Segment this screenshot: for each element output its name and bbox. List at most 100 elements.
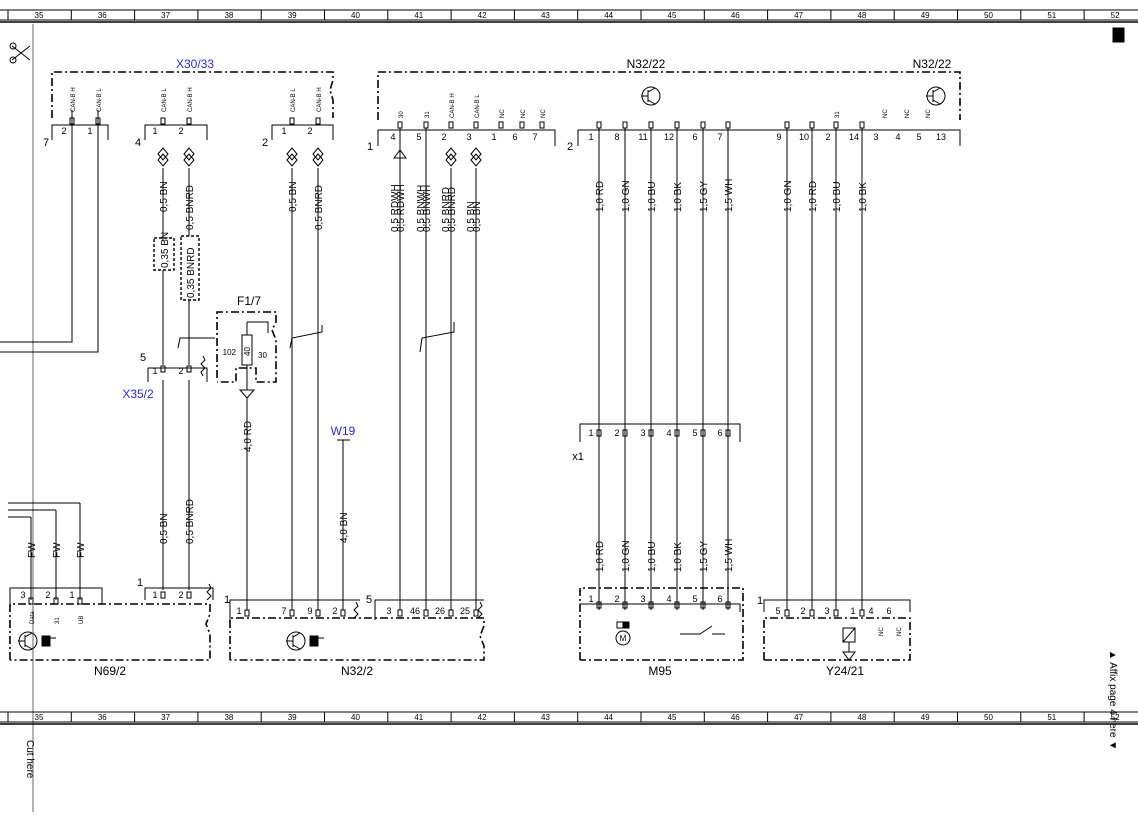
connector-group-number: 1 bbox=[137, 577, 143, 589]
pin-number: 2 bbox=[825, 132, 830, 142]
pin-terminal bbox=[315, 609, 321, 617]
pin-terminal bbox=[784, 609, 790, 617]
ruler-column-number: 38 bbox=[224, 713, 233, 722]
x30-33-housing bbox=[51, 71, 334, 118]
pin-terminal bbox=[519, 121, 525, 129]
pin-number: 2 bbox=[332, 606, 337, 616]
pin-terminal bbox=[28, 597, 34, 605]
pin-terminal bbox=[289, 117, 295, 125]
pin-terminal bbox=[725, 429, 731, 437]
x1-label: x1 bbox=[572, 451, 584, 463]
pin-signal: CAN-B L bbox=[97, 88, 103, 112]
wire-color-label: 0,5 BN bbox=[159, 181, 170, 212]
pin-signal: NC bbox=[500, 109, 506, 118]
pin-number: 46 bbox=[410, 606, 420, 616]
pin-number: 12 bbox=[664, 132, 674, 142]
break-mark bbox=[353, 601, 359, 619]
connector-group-number: 4 bbox=[135, 137, 141, 149]
x1-connector bbox=[579, 423, 741, 442]
pin-signal: 31 bbox=[425, 111, 431, 118]
splice-dashed-box bbox=[180, 235, 200, 301]
ruler-column-number: 48 bbox=[857, 713, 866, 722]
pin-number: 10 bbox=[799, 132, 809, 142]
pin-number: 3 bbox=[824, 606, 829, 616]
pin-terminal bbox=[725, 121, 731, 129]
n32-22-housing bbox=[377, 71, 961, 120]
break-mark bbox=[477, 601, 483, 619]
pin-terminal bbox=[186, 365, 192, 373]
pin-number: 1 bbox=[281, 126, 286, 136]
pin-number: 6 bbox=[717, 594, 722, 604]
pin-number: 7 bbox=[532, 132, 537, 142]
affix-page-label: ▲ Affix page 4 here ▼ bbox=[1107, 650, 1118, 750]
pin-terminal bbox=[69, 117, 75, 125]
pin-number: 5 bbox=[916, 132, 921, 142]
wire-color-label: 1,5 GY bbox=[699, 541, 710, 572]
n69-2-connector bbox=[9, 587, 103, 604]
ruler-column-number: 40 bbox=[351, 713, 360, 722]
wire-color-label: 1,0 GN bbox=[621, 540, 632, 572]
arrow-down-icon bbox=[238, 389, 256, 399]
pin-number: 2 bbox=[45, 590, 50, 600]
y24-21-housing bbox=[763, 617, 911, 661]
wire-color-label: 1,0 RD bbox=[595, 541, 606, 572]
pin-terminal bbox=[622, 601, 628, 609]
wire-color-label: 0,5 BN bbox=[159, 513, 170, 544]
pin-signal: 30 bbox=[399, 111, 405, 118]
y24-21-connector bbox=[763, 599, 911, 612]
pin-number: 1 bbox=[491, 132, 496, 142]
pin-terminal bbox=[160, 117, 166, 125]
pin-number: 3 bbox=[640, 594, 645, 604]
pin-terminal bbox=[498, 121, 504, 129]
pin-terminal bbox=[596, 429, 602, 437]
ruler-column-number: 41 bbox=[414, 713, 423, 722]
ruler-column-number: 39 bbox=[288, 11, 297, 20]
ruler-column-number: 49 bbox=[921, 713, 930, 722]
pin-signal: NC bbox=[897, 627, 903, 636]
pin-terminal bbox=[448, 121, 454, 129]
pin-number: 5 bbox=[775, 606, 780, 616]
m95-label: M95 bbox=[648, 664, 672, 678]
wire-color-label: 1,0 RD bbox=[595, 181, 606, 212]
pin-number: 1 bbox=[236, 606, 241, 616]
pin-number: 11 bbox=[638, 132, 647, 142]
wire-color-label: 1,5 WH bbox=[724, 539, 735, 572]
pin-number: 2 bbox=[178, 366, 183, 376]
connector-group-number: 1 bbox=[224, 594, 230, 606]
pin-number: 4 bbox=[666, 594, 671, 604]
pin-terminal bbox=[539, 121, 545, 129]
ruler-column-number: 47 bbox=[794, 11, 803, 20]
pin-number: 2 bbox=[441, 132, 446, 142]
fuse-rating: 40 bbox=[243, 347, 252, 356]
f1-7-housing bbox=[216, 311, 277, 383]
pin-number: 6 bbox=[692, 132, 697, 142]
pin-number: 3 bbox=[20, 590, 25, 600]
pin-terminal bbox=[473, 121, 479, 129]
motor-icon-m: M bbox=[620, 634, 627, 643]
pin-number: 2 bbox=[307, 126, 312, 136]
pin-signal: 31 bbox=[835, 111, 841, 118]
wire-color-label: 0,35 BNRD bbox=[186, 247, 197, 298]
pin-signal: CAN-B L bbox=[291, 88, 297, 112]
cut-here-label: Cut here bbox=[24, 740, 35, 779]
shield-mark bbox=[177, 337, 215, 349]
ruler-column-number: 51 bbox=[1047, 11, 1056, 20]
wire-color-label: 1,5 GY bbox=[699, 181, 710, 212]
m95-connector bbox=[579, 603, 741, 612]
pin-terminal bbox=[648, 121, 654, 129]
pin-number: 2 bbox=[178, 126, 183, 136]
pin-terminal bbox=[784, 121, 790, 129]
wire-color-label: 0,5 BNWH bbox=[416, 185, 427, 232]
ruler-column-number: 45 bbox=[668, 11, 677, 20]
ruler-column-number: 38 bbox=[224, 11, 233, 20]
ruler-column-number: 44 bbox=[604, 11, 613, 20]
hand-pointer-icon bbox=[41, 635, 56, 647]
connector-group-number: 5 bbox=[366, 594, 372, 606]
pin-number: 13 bbox=[936, 132, 946, 142]
connector-number: 2 bbox=[567, 141, 573, 153]
wire-color-label: FW bbox=[76, 542, 87, 558]
wire-left-2 bbox=[0, 110, 99, 353]
pin-terminal bbox=[289, 609, 295, 617]
wire-color-label: 0,5 BN bbox=[466, 201, 477, 232]
pin-terminal bbox=[448, 609, 454, 617]
